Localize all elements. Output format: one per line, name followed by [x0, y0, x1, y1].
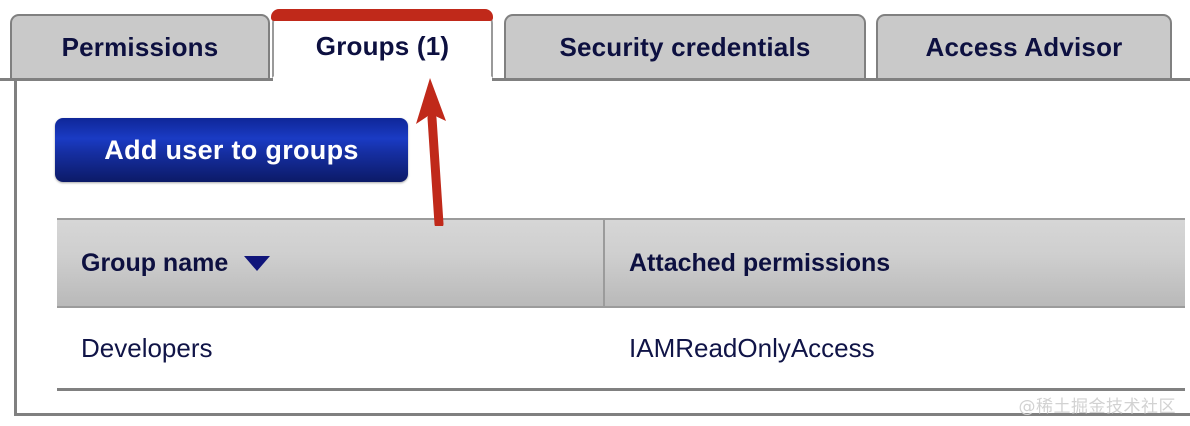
column-header-attached-permissions[interactable]: Attached permissions: [605, 220, 1185, 306]
tab-security-credentials-label: Security credentials: [559, 31, 811, 62]
cell-group-name: Developers: [81, 332, 213, 363]
sort-descending-icon[interactable]: [244, 255, 271, 271]
active-tab-baseline-mask: [273, 76, 492, 83]
tab-permissions-label: Permissions: [61, 31, 219, 62]
tab-access-advisor-label: Access Advisor: [925, 31, 1123, 62]
groups-table: Group name Attached permissions Develope…: [57, 218, 1185, 391]
tab-groups[interactable]: Groups (1): [272, 14, 493, 78]
tab-permissions[interactable]: Permissions: [10, 14, 270, 78]
tab-bar: Permissions Security credentials Access …: [0, 0, 1190, 83]
tab-groups-label: Groups (1): [315, 30, 450, 61]
table-row[interactable]: Developers IAMReadOnlyAccess: [57, 308, 1185, 391]
watermark: @稀土掘金技术社区: [1018, 397, 1176, 417]
table-body: Developers IAMReadOnlyAccess: [57, 308, 1185, 391]
tab-access-advisor[interactable]: Access Advisor: [876, 14, 1172, 78]
tab-security-credentials[interactable]: Security credentials: [504, 14, 866, 78]
column-header-attached-permissions-label: Attached permissions: [629, 248, 891, 277]
add-user-to-groups-button[interactable]: Add user to groups: [55, 118, 408, 182]
table-header-row: Group name Attached permissions: [57, 218, 1185, 308]
tab-baseline: [0, 78, 1190, 81]
annotation-tab-highlight: [271, 9, 493, 21]
column-header-group-name-label: Group name: [81, 248, 229, 277]
cell-attached-permissions: IAMReadOnlyAccess: [629, 332, 875, 363]
column-header-group-name[interactable]: Group name: [57, 220, 605, 306]
